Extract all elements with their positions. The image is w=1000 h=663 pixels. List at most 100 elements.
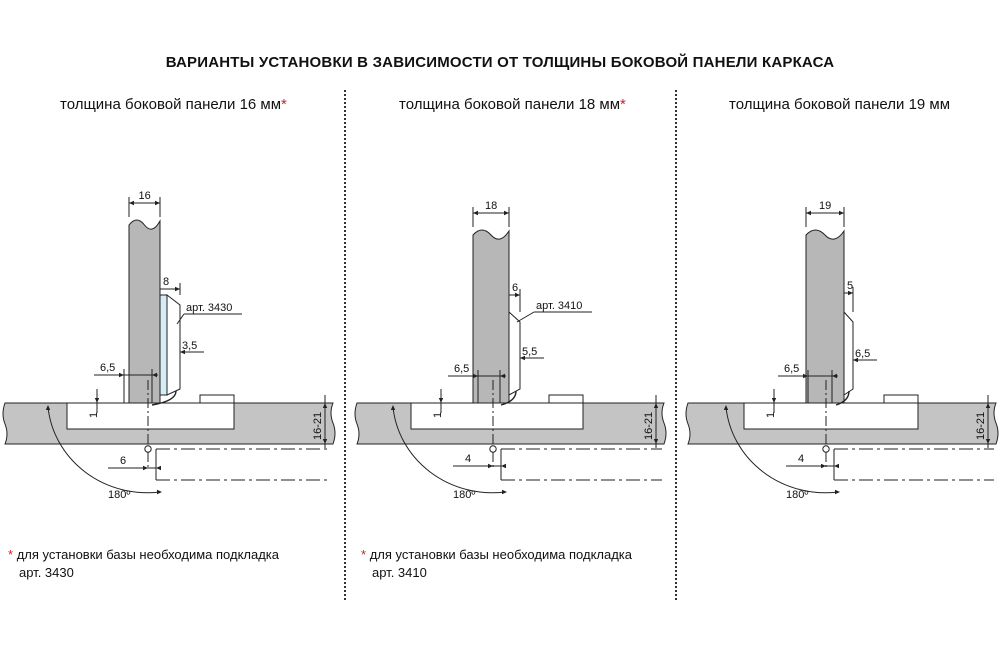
- variant-1-side-panel: [128, 219, 161, 404]
- variant-1-mounting-plate: [166, 293, 181, 396]
- variant-3-subtitle-text: толщина боковой панели 19 мм: [729, 96, 951, 113]
- variant-3-arc-arrow-start: [723, 405, 729, 410]
- variant-3-plate-offset: 5: [847, 280, 853, 292]
- variant-1-bottom-dim-arrow-l: [143, 465, 148, 471]
- variant-1-pivot-point: [144, 445, 152, 453]
- variant-2-footnote-line1: * для установки базы необходима подкладк…: [361, 546, 632, 564]
- variant-1-subtitle: толщина боковой панели 16 мм*: [60, 96, 287, 113]
- variant-2-panel-dim-arrow-r: [504, 210, 509, 216]
- variant-1-gap-dim-arrow: [94, 398, 100, 403]
- variant-2-edge-offset: 6,5: [454, 363, 469, 375]
- variant-3-cup-flange: [883, 394, 919, 404]
- variant-3-edge-dim-arrow-r: [832, 373, 837, 379]
- variant-2-cup-flange: [548, 394, 584, 404]
- variant-3-edge-offset: 6,5: [784, 363, 799, 375]
- variant-2-mounting-plate: [508, 310, 521, 396]
- variant-3-swing-arc: [725, 406, 839, 494]
- variant-3-bottom-dim-arrow-l: [821, 463, 826, 469]
- variant-3-side-panel: [805, 229, 845, 404]
- variant-1-article-leader: [176, 313, 185, 325]
- column-divider-1: [344, 90, 346, 600]
- column-divider-2: [675, 90, 677, 600]
- variant-2-panel-thickness: 18: [485, 200, 497, 212]
- variant-1-panel-dim-arrow-l: [129, 200, 134, 206]
- variant-1-hinge-arm: [151, 390, 177, 406]
- variant-3-panel-thickness: 19: [819, 200, 831, 212]
- variant-2-door-thickness: 16-21: [643, 412, 655, 440]
- variant-1-footnote-line2: арт. 3430: [19, 565, 74, 580]
- variant-1-cup-flange: [199, 394, 235, 404]
- variant-2-subtitle-asterisk: *: [620, 96, 626, 113]
- variant-1-arc-arrow-start: [45, 405, 51, 410]
- variant-1-footnote-line1: * для установки базы необходима подкладк…: [8, 546, 279, 564]
- variant-3-hinge-cup: [743, 402, 919, 430]
- variant-1-edge-dim-arrow-r: [152, 372, 157, 378]
- variant-3-offset-dim-arrow: [848, 290, 853, 296]
- variant-2-footnote-line2: арт. 3410: [372, 565, 427, 580]
- variant-2-door-dim-arrow-top: [653, 403, 659, 408]
- variant-1-plate-offset: 8: [163, 276, 169, 288]
- variant-2-footnote-text: для установки базы необходима подкладка: [369, 547, 633, 562]
- variant-2-pivot-point: [489, 445, 497, 453]
- variant-1-arc-arrow-end: [157, 489, 162, 495]
- variant-2-arc-arrow-start: [390, 405, 396, 410]
- variant-2-bottom-offset: 4: [465, 453, 471, 465]
- variant-2-hinge-cup: [410, 402, 584, 430]
- variant-1-hinge-cup: [66, 402, 235, 430]
- variant-3-gap-label: 1: [765, 412, 777, 418]
- variant-1-swing-arc: [47, 406, 161, 494]
- variant-3-panel-dim-arrow-l: [806, 210, 811, 216]
- variant-1-plate-dim-arrow: [180, 349, 185, 355]
- variant-3-plate-dim-label: 6,5: [855, 348, 870, 360]
- variant-1-bottom-offset: 6: [120, 455, 126, 467]
- variant-2-footnote-mark: *: [361, 547, 367, 562]
- variant-2-door-dim-arrow-bottom: [653, 439, 659, 444]
- variant-2-article-label: арт. 3410: [536, 300, 582, 312]
- variant-2-panel-dim-arrow-l: [473, 210, 478, 216]
- variant-2-plate-offset: 6: [512, 282, 518, 294]
- variant-2-subtitle: толщина боковой панели 18 мм*: [399, 96, 626, 113]
- variant-2-offset-dim-arrow: [515, 292, 520, 298]
- variant-3-drawing: 180º 19 5 6,5 6,5 1 16-21 4: [685, 200, 999, 501]
- variant-1-offset-dim-arrow: [175, 286, 180, 292]
- variant-3-pivot-point: [822, 445, 830, 453]
- variant-2-gap-label: 1: [432, 412, 444, 418]
- variant-1-plate-dim-label: 3,5: [182, 340, 197, 352]
- variant-3-bottom-offset: 4: [798, 453, 804, 465]
- variant-3-mounting-plate: [843, 310, 854, 396]
- variant-3-bottom-dim-arrow-r: [834, 463, 839, 469]
- variant-1-subtitle-text: толщина боковой панели 16 мм: [60, 96, 282, 113]
- variant-1-footnote-mark: *: [8, 547, 14, 562]
- variant-2-subtitle-text: толщина боковой панели 18 мм: [399, 96, 621, 113]
- variant-2-footnote: * для установки базы необходима подкладк…: [361, 546, 632, 582]
- variant-3-panel-dim-arrow-r: [839, 210, 844, 216]
- variant-3-door-thickness: 16-21: [975, 412, 987, 440]
- variant-1-spacer: [159, 294, 168, 396]
- variant-1-panel-dim-arrow-r: [155, 200, 160, 206]
- variant-2-article-leader: [516, 311, 535, 323]
- variant-3-hinge-arm: [835, 390, 850, 406]
- variant-1-angle-label: 180º: [108, 489, 130, 501]
- variant-1-door-thickness: 16-21: [312, 412, 324, 440]
- variant-1-gap-label: 1: [88, 412, 100, 418]
- variant-3-door-dim-arrow-top: [985, 403, 991, 408]
- variant-2-arc-arrow-end: [502, 489, 507, 495]
- variant-1-door-dim-arrow-top: [322, 403, 328, 408]
- variant-1-footnote-text: для установки базы необходима подкладка: [16, 547, 280, 562]
- variant-1-panel-thickness: 16: [139, 190, 151, 202]
- variant-2-bottom-dim-arrow-r: [501, 463, 506, 469]
- variant-2-bottom-dim-arrow-l: [488, 463, 493, 469]
- variant-1-door-dim-arrow-bottom: [322, 439, 328, 444]
- variant-3-plate-dim-arrow: [853, 357, 858, 363]
- variant-2-side-panel: [472, 229, 510, 404]
- variant-3-edge-dim-arrow-l: [803, 373, 808, 379]
- variant-2-gap-dim-arrow: [438, 398, 444, 403]
- variant-3-angle-label: 180º: [786, 489, 808, 501]
- variant-2-swing-arc: [392, 406, 506, 494]
- page-title: ВАРИАНТЫ УСТАНОВКИ В ЗАВИСИМОСТИ ОТ ТОЛЩ…: [165, 54, 835, 71]
- variant-3-door-dim-arrow-bottom: [985, 439, 991, 444]
- variant-1-bottom-dim-arrow-r: [156, 465, 161, 471]
